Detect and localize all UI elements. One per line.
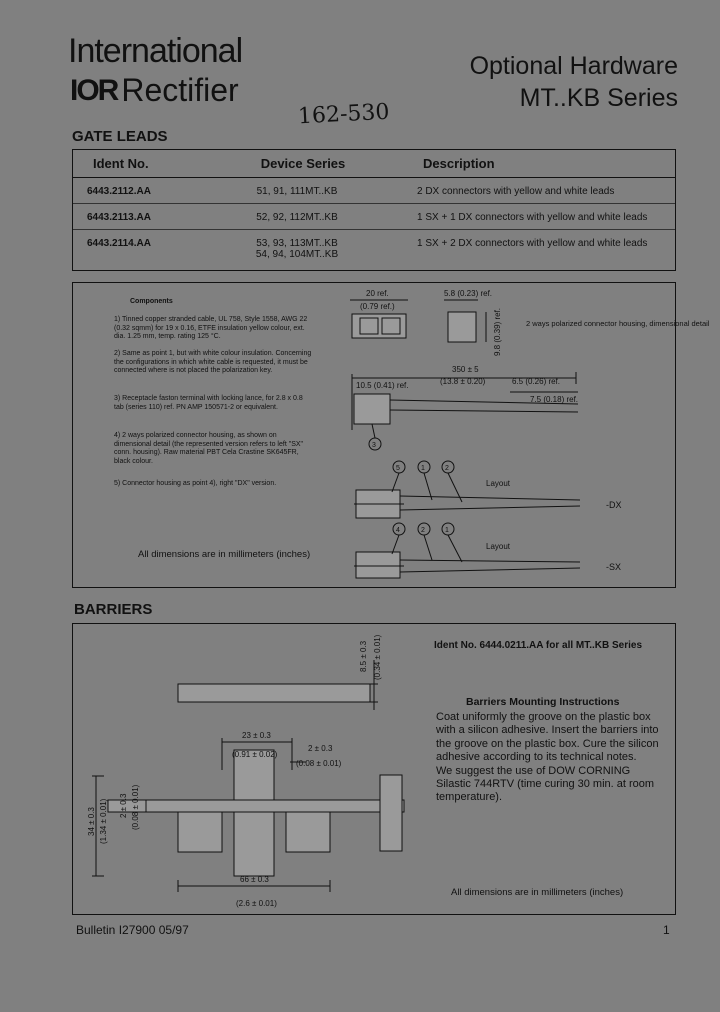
dim-barrier-width: 23 ± 0.3 xyxy=(242,731,271,740)
callout-3: 3 xyxy=(372,442,376,449)
dim-lead-length-in: (13.8 ± 0.20) xyxy=(440,377,486,386)
connector-top-view xyxy=(350,299,408,339)
dx-callout-1: 1 xyxy=(421,465,425,472)
dim-barrier-height-in: (1.34 ± 0.01) xyxy=(99,798,108,844)
instructions-text: Coat uniformly the groove on the plastic… xyxy=(436,711,668,805)
dim-rib-height-in: (0.08 ± 0.01) xyxy=(131,784,140,830)
gate-leads-detail-box xyxy=(72,282,676,588)
component-note-1: 1) Tinned copper stranded cable, UL 758,… xyxy=(114,316,308,340)
table-row: 6443.2114.AA 53, 93, 113MT..KB 54, 94, 1… xyxy=(73,230,675,270)
connector-end-view xyxy=(444,299,487,343)
instructions-line: temperature). xyxy=(436,791,503,804)
dim-barrier-length: 66 ± 0.3 xyxy=(240,875,269,884)
dim-housing-length-in: (0.79 ref.) xyxy=(360,302,395,311)
document-subtitle: MT..KB Series xyxy=(519,84,678,112)
dim-housing-length: 20 ref. xyxy=(366,289,389,298)
bulletin-number: Bulletin I27900 05/97 xyxy=(76,923,189,937)
dx-label: -DX xyxy=(606,500,622,510)
table-header: Ident No. Device Series Description xyxy=(73,150,675,178)
instructions-line: Silastic 744RTV (time curing 30 min. at … xyxy=(436,778,655,791)
page-number: 1 xyxy=(663,923,670,937)
dx-callout-5: 5 xyxy=(396,465,400,472)
component-note-5: 5) Connector housing as point 4), right … xyxy=(114,480,277,487)
cell-ident: 6443.2112.AA xyxy=(87,186,151,197)
lead-assembly-view xyxy=(351,372,579,451)
ior-logo-mark: IOR xyxy=(70,73,119,107)
sx-callout-4: 4 xyxy=(396,527,400,534)
col-header-description: Description xyxy=(423,156,495,171)
units-note-gate: All dimensions are in millimeters (inche… xyxy=(138,549,311,560)
col-header-ident: Ident No. xyxy=(93,156,149,171)
instructions-title: Barriers Mounting Instructions xyxy=(466,696,620,708)
dim-barrier-length-in: (2.6 ± 0.01) xyxy=(236,899,277,908)
cell-description: 1 SX + 1 DX connectors with yellow and w… xyxy=(417,212,648,223)
component-note-4: 4) 2 ways polarized connector housing, a… xyxy=(114,432,304,465)
cell-ident: 6443.2113.AA xyxy=(87,212,151,223)
dim-strip-end: 7.5 (0.18) ref. xyxy=(530,395,578,404)
component-note-3: 3) Receptacle faston terminal with locki… xyxy=(114,395,303,411)
sx-layout-label: Layout xyxy=(486,542,511,551)
barriers-box xyxy=(72,623,676,915)
instructions-line: with a silicon adhesive. Insert the barr… xyxy=(436,724,659,737)
dim-barrier-width-in: (0.91 ± 0.02) xyxy=(232,750,278,759)
instructions-line: adhesive according to its technical note… xyxy=(436,751,637,764)
dim-groove: 2 ± 0.3 xyxy=(308,744,333,753)
cell-description: 1 SX + 2 DX connectors with yellow and w… xyxy=(417,238,648,249)
housing-detail-note: 2 ways polarized connector housing, dime… xyxy=(526,319,710,328)
table-row: 6443.2112.AA 51, 91, 111MT..KB 2 DX conn… xyxy=(73,178,675,204)
sx-callout-2: 2 xyxy=(421,527,425,534)
cell-series: 53, 93, 113MT..KB 54, 94, 104MT..KB xyxy=(197,238,397,260)
sx-callout-1: 1 xyxy=(445,527,449,534)
sx-layout-view xyxy=(354,522,581,579)
instructions-line: Coat uniformly the groove on the plastic… xyxy=(436,711,651,723)
gate-leads-heading: GATE LEADS xyxy=(72,128,168,145)
component-note-2: 2) Same as point 1, but with white colou… xyxy=(114,350,312,374)
dim-barrier-height: 34 ± 0.3 xyxy=(87,807,96,836)
dx-layout-label: Layout xyxy=(486,479,511,488)
cell-description: 2 DX connectors with yellow and white le… xyxy=(417,186,615,197)
cell-ident: 6443.2114.AA xyxy=(87,238,151,249)
dim-terminal-length: 10.5 (0.41) ref. xyxy=(356,381,408,390)
dim-housing-width: 5.8 (0.23) ref. xyxy=(444,289,492,298)
dim-strip-length: 6.5 (0.26) ref. xyxy=(512,377,560,386)
document-title: Optional Hardware xyxy=(469,52,678,80)
barriers-heading: BARRIERS xyxy=(74,601,153,618)
cell-series: 51, 91, 111MT..KB xyxy=(256,186,338,197)
dx-layout-view xyxy=(354,460,581,519)
dim-groove-in: (0.08 ± 0.01) xyxy=(296,759,342,768)
sx-label: -SX xyxy=(606,562,621,572)
barrier-front-view xyxy=(92,738,405,892)
dim-barrier-thickness: 8.5 ± 0.3 xyxy=(359,640,368,672)
barriers-ident: Ident No. 6444.0211.AA for all MT..KB Se… xyxy=(434,640,643,651)
units-note-barriers: All dimensions are in millimeters (inche… xyxy=(451,887,624,898)
company-name-line1: International xyxy=(68,32,243,70)
dim-housing-height: 9.8 (0.39) ref. xyxy=(493,308,502,356)
components-title: Components xyxy=(130,298,173,305)
dx-callout-2: 2 xyxy=(445,465,449,472)
gate-leads-table: Ident No. Device Series Description 6443… xyxy=(72,149,676,271)
dim-lead-length: 350 ± 5 xyxy=(452,365,479,374)
instructions-line: We suggest the use of DOW CORNING xyxy=(436,764,631,777)
dim-rib-height: 2 ± 0.3 xyxy=(119,793,128,818)
instructions-line: the groove on the plastic box. Cure the … xyxy=(436,737,659,750)
cell-series-line2: 54, 94, 104MT..KB xyxy=(255,249,339,260)
table-row: 6443.2113.AA 52, 92, 112MT..KB 1 SX + 1 … xyxy=(73,204,675,230)
company-name-line2: Rectifier xyxy=(121,72,239,108)
col-header-series: Device Series xyxy=(260,156,346,171)
company-logo: IOR Rectifier xyxy=(70,72,239,109)
cell-series-line1: 53, 93, 113MT..KB xyxy=(256,238,338,249)
cell-series: 52, 92, 112MT..KB xyxy=(256,212,338,223)
dim-barrier-thickness-in: (0.34 ± 0.01) xyxy=(373,634,382,680)
barrier-side-view xyxy=(177,660,378,710)
